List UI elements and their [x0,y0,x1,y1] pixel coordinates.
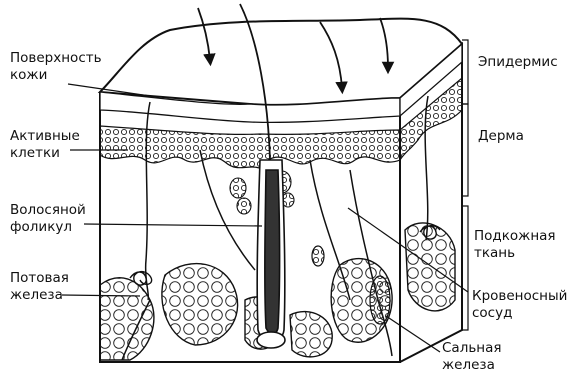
label-hair-follicle-line2: фоликул [10,219,86,236]
label-hair-follicle: Волосяной фоликул [10,202,86,236]
label-dermis: Дерма [478,128,524,145]
hair-follicle [257,160,285,348]
label-sebaceous-gland-line1: Сальная [442,340,502,357]
label-subcutaneous-line1: Подкожная [474,228,556,245]
label-subcutaneous: Подкожная ткань [474,228,556,262]
label-active-cells: Активные клетки [10,128,80,162]
label-sebaceous-gland-line2: железа [442,357,502,374]
label-blood-vessel-line2: сосуд [472,305,567,322]
label-hair-follicle-line1: Волосяной [10,202,86,219]
label-sweat-gland-line2: железа [10,287,69,304]
label-sweat-gland: Потовая железа [10,270,69,304]
label-skin-surface: Поверхность кожи [10,50,102,84]
label-sebaceous-gland: Сальная железа [442,340,502,374]
label-blood-vessel-line1: Кровеносный [472,288,567,305]
label-sweat-gland-line1: Потовая [10,270,69,287]
label-skin-surface-line1: Поверхность [10,50,102,67]
label-active-cells-line1: Активные [10,128,80,145]
leader-sebaceous-gland [386,316,440,352]
label-blood-vessel: Кровеносный сосуд [472,288,567,322]
leader-hair-follicle [84,224,262,226]
label-skin-surface-line2: кожи [10,67,102,84]
active-cells-layer [100,126,400,172]
label-active-cells-line2: клетки [10,145,80,162]
label-subcutaneous-line2: ткань [474,245,556,262]
label-epidermis: Эпидермис [478,54,558,71]
